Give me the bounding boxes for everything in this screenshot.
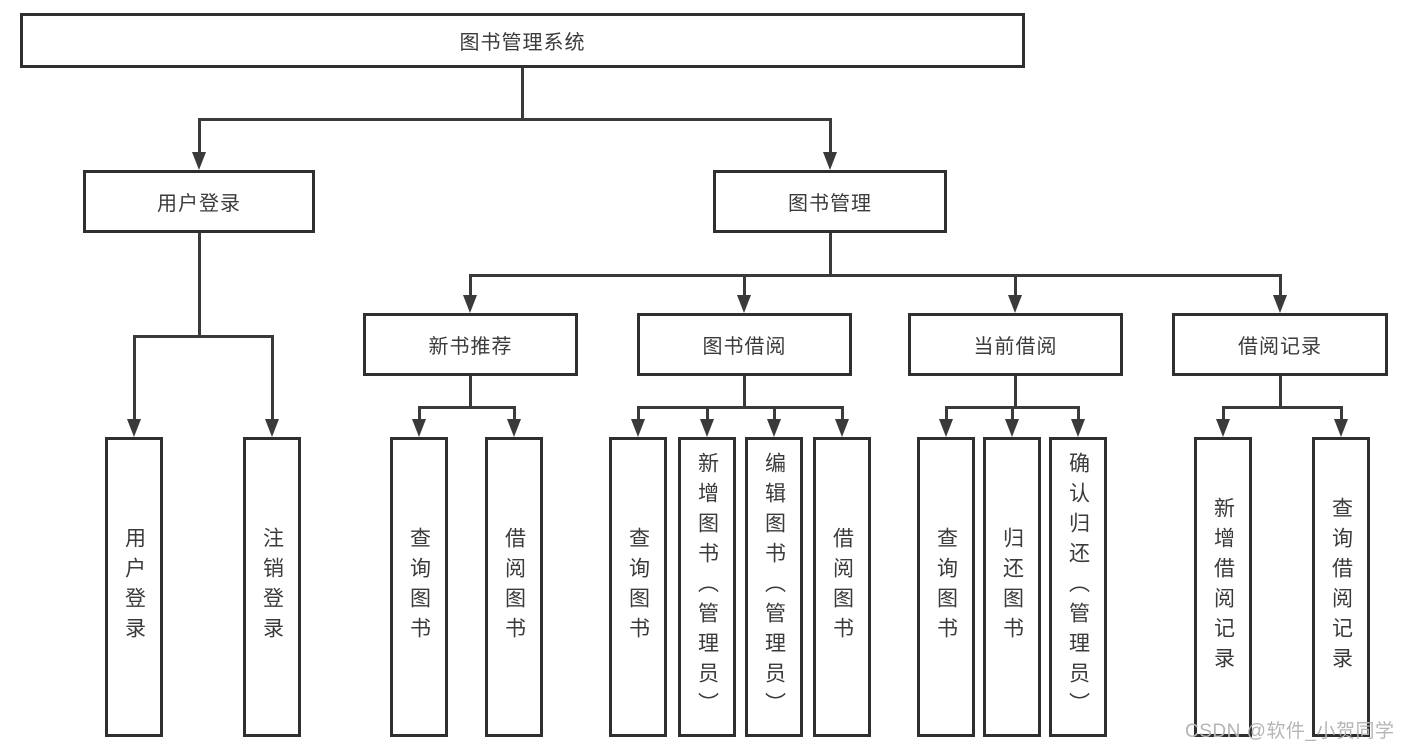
node-label: 确认归还（管理员） [1066,452,1090,722]
connector-line [418,406,421,421]
connector-line [1279,274,1282,297]
connector-line [469,274,472,297]
connector-line [198,233,201,335]
node-label: 用户登录 [122,527,146,647]
node-label: 新增图书（管理员） [695,452,719,722]
connector-line [1222,406,1225,421]
arrow-down-icon [127,419,141,437]
connector-line [1077,406,1080,421]
connector-line [469,376,472,406]
node-leaf-add-borrow-record: 新增借阅记录 [1194,437,1252,737]
node-label: 图书管理 [788,193,872,215]
arrow-down-icon [1273,295,1287,313]
arrow-down-icon [835,419,849,437]
node-leaf-confirm-return-admin: 确认归还（管理员） [1049,437,1107,737]
connector-line [1340,406,1343,421]
node-leaf-query-book-recommend: 查询图书 [390,437,448,737]
node-label: 图书管理系统 [459,32,586,54]
node-leaf-add-book-admin: 新增图书（管理员） [678,437,736,737]
node-leaf-query-book-current: 查询图书 [917,437,975,737]
node-label: 新书推荐 [428,336,513,358]
node-label: 编辑图书（管理员） [762,452,786,722]
node-label: 归还图书 [1000,527,1024,647]
node-root: 图书管理系统 [20,13,1025,68]
arrow-down-icon [767,419,781,437]
arrow-down-icon [1216,419,1230,437]
connector-line [743,376,746,406]
connector-line [829,118,832,154]
arrow-down-icon [1008,295,1022,313]
node-label: 借阅图书 [502,527,526,647]
node-label: 当前借阅 [973,336,1058,358]
node-user-login: 用户登录 [83,170,315,233]
connector-line [198,118,832,121]
node-label: 注销登录 [260,527,284,647]
connector-line [637,406,640,421]
connector-line [1014,376,1017,406]
arrow-down-icon [1005,419,1019,437]
connector-line [1011,406,1014,421]
connector-line [271,335,274,419]
arrow-down-icon [1071,419,1085,437]
connector-line [521,68,524,118]
node-leaf-return-book: 归还图书 [983,437,1041,737]
node-leaf-edit-book-admin: 编辑图书（管理员） [745,437,803,737]
connector-line [706,406,709,421]
connector-line [418,406,516,409]
node-label: 新增借阅记录 [1211,497,1235,677]
node-leaf-query-book-borrow: 查询图书 [609,437,667,737]
connector-line [1014,274,1017,297]
connector-line [513,406,516,421]
node-book-borrow: 图书借阅 [637,313,852,376]
connector-line [198,118,201,154]
arrow-down-icon [463,295,477,313]
node-leaf-logout: 注销登录 [243,437,301,737]
node-leaf-query-borrow-record: 查询借阅记录 [1312,437,1370,737]
node-new-book-recommend: 新书推荐 [363,313,578,376]
node-leaf-user-login: 用户登录 [105,437,163,737]
connector-line [133,335,136,419]
arrow-down-icon [507,419,521,437]
node-label: 用户登录 [157,193,241,215]
arrow-down-icon [412,419,426,437]
connector-line [1279,376,1282,406]
node-borrow-records: 借阅记录 [1172,313,1388,376]
node-book-management: 图书管理 [713,170,947,233]
node-label: 查询借阅记录 [1329,497,1353,677]
node-label: 查询图书 [626,527,650,647]
arrow-down-icon [265,419,279,437]
node-label: 查询图书 [407,527,431,647]
node-current-borrow: 当前借阅 [908,313,1123,376]
connector-line [841,406,844,421]
node-label: 图书借阅 [702,336,787,358]
arrow-down-icon [939,419,953,437]
arrow-down-icon [1334,419,1348,437]
csdn-watermark: CSDN @软件_小贺同学 [1185,721,1395,742]
node-leaf-borrow-book-recommend: 借阅图书 [485,437,543,737]
arrow-down-icon [823,152,837,170]
node-label: 借阅图书 [830,527,854,647]
connector-line [1222,406,1342,409]
connector-line [743,274,746,297]
arrow-down-icon [631,419,645,437]
arrow-down-icon [737,295,751,313]
connector-line [829,233,832,274]
node-label: 借阅记录 [1238,336,1322,358]
arrow-down-icon [700,419,714,437]
connector-line [469,274,1282,277]
connector-line [773,406,776,421]
node-leaf-borrow-book: 借阅图书 [813,437,871,737]
connector-line [133,335,274,338]
connector-line [637,406,844,409]
node-label: 查询图书 [934,527,958,647]
arrow-down-icon [192,152,206,170]
connector-line [945,406,948,421]
